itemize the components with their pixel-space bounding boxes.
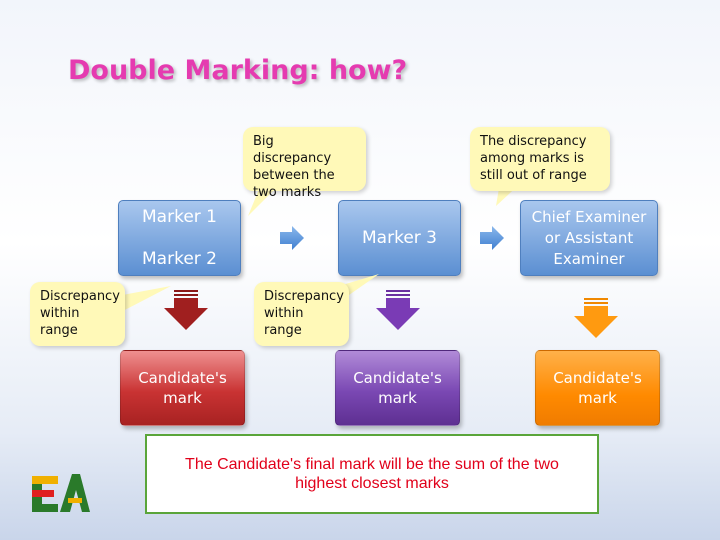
callout-text: Big discrepancy between the two marks [253, 134, 335, 200]
chief-examiner-label: Chief Examiner or Assistant Examiner [531, 207, 647, 268]
marker-2-label: Marker 2 [142, 249, 217, 269]
marker-1-2-box: Marker 1 Marker 2 [118, 200, 241, 276]
candidate-mark-label: Candidate's mark [138, 369, 227, 407]
candidate-mark-label: Candidate's mark [553, 369, 642, 407]
right-arrow-icon [480, 226, 504, 250]
callout-out-of-range: The discrepancy among marks is still out… [470, 127, 610, 191]
callout-within-range-2: Discrepancy within range [254, 282, 349, 346]
final-mark-text: The Candidate's final mark will be the s… [185, 456, 559, 492]
callout-text: Discrepancy within range [264, 289, 344, 338]
marker-3-box: Marker 3 [338, 200, 461, 276]
callout-tail [339, 274, 379, 302]
marker-3-label: Marker 3 [362, 228, 437, 248]
down-arrow-icon [574, 298, 618, 338]
candidate-mark-box-red: Candidate's mark [120, 350, 245, 426]
final-mark-note: The Candidate's final mark will be the s… [145, 434, 599, 514]
candidate-mark-box-purple: Candidate's mark [335, 350, 460, 426]
callout-big-discrepancy: Big discrepancy between the two marks [243, 127, 366, 200]
callout-text: The discrepancy among marks is still out… [480, 134, 587, 183]
ea-logo [32, 474, 90, 512]
chief-examiner-box: Chief Examiner or Assistant Examiner [520, 200, 658, 276]
down-arrow-icon [164, 290, 208, 330]
page-title: Double Marking: how? [68, 55, 408, 86]
right-arrow-icon [280, 226, 304, 250]
callout-tail [117, 286, 171, 314]
marker-1-label: Marker 1 [142, 207, 217, 227]
candidate-mark-label: Candidate's mark [353, 369, 442, 407]
down-arrow-icon [376, 290, 420, 330]
callout-within-range-1: Discrepancy within range [30, 282, 125, 346]
candidate-mark-box-orange: Candidate's mark [535, 350, 660, 426]
callout-text: Discrepancy within range [40, 289, 120, 338]
